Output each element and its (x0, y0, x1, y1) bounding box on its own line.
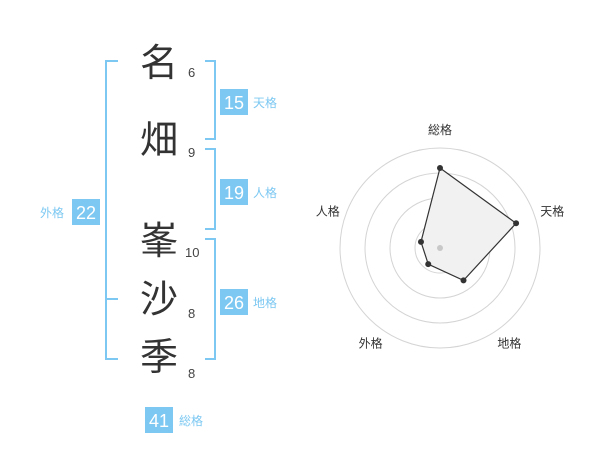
stroke-count-5: 8 (188, 366, 195, 381)
tenkaku-bracket (205, 60, 216, 140)
jinkaku-badge (220, 179, 248, 205)
gaikaku-bracket (105, 60, 118, 360)
radar-point-1 (437, 165, 443, 171)
name-char-5: 季 (140, 335, 178, 379)
radar-polygon (420, 166, 517, 282)
radar-point-5 (417, 238, 424, 245)
jinkaku-bracket (205, 148, 216, 230)
gaikaku-label: 外格 (40, 205, 64, 220)
radar-points (417, 165, 520, 284)
name-char-1: 名 (140, 41, 178, 85)
chikaku-badge (220, 289, 248, 315)
chikaku-bracket (205, 238, 216, 360)
stroke-count-1: 6 (188, 65, 195, 80)
name-char-2: 畑 (140, 118, 178, 162)
radar-point-3 (460, 277, 467, 284)
radar-axis-label-5: 人格 (316, 204, 340, 219)
soukaku-value: 41 (149, 411, 169, 431)
stroke-count-2: 9 (188, 145, 195, 160)
soukaku-badge (145, 407, 173, 433)
radar-axis-label-1: 総格 (428, 122, 452, 137)
radar-point-4 (425, 261, 432, 268)
stroke-count-4: 8 (188, 306, 195, 321)
chikaku-value: 26 (224, 293, 244, 313)
radar-ring-4 (339, 147, 541, 349)
tenkaku-label: 天格 (253, 95, 277, 110)
jinkaku-value: 19 (224, 183, 244, 203)
stroke-count-3: 10 (185, 245, 199, 260)
radar-axis-label-2: 天格 (540, 204, 564, 219)
tenkaku-value: 15 (224, 93, 244, 113)
name-char-4: 沙 (140, 277, 178, 321)
soukaku-label: 総格 (179, 413, 203, 428)
radar-rings (339, 147, 541, 349)
tenkaku-badge (220, 89, 248, 115)
gaikaku-value: 22 (76, 203, 96, 223)
radar-axis-label-3: 地格 (497, 336, 521, 351)
radar-axis-label-4: 外格 (359, 336, 383, 351)
radar-center-dot (437, 245, 443, 251)
name-char-3: 峯 (140, 219, 178, 263)
gaikaku-badge (72, 199, 100, 225)
chikaku-label: 地格 (253, 295, 277, 310)
jinkaku-label: 人格 (253, 185, 277, 200)
radar-point-2 (513, 220, 520, 227)
